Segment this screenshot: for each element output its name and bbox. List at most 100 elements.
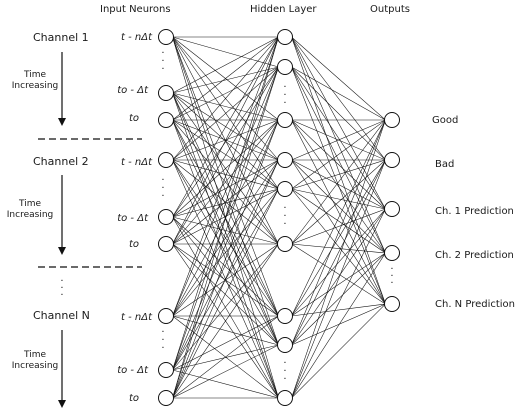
channel-n-ellipsis-1: · — [161, 327, 164, 338]
edge-input-4-hidden-6 — [172, 216, 279, 317]
channel-n-time-label-line1: Time — [23, 350, 46, 360]
channel-2-time-label-line2: Increasing — [7, 210, 53, 220]
channel-2-neuron-label-third: to — [129, 239, 139, 250]
output-label-bad: Bad — [435, 159, 454, 170]
channel-1-label: Channel 1 — [33, 31, 89, 44]
hidden-ellipsis-2c: · — [283, 219, 286, 230]
edge-input-7-hidden-2 — [172, 119, 279, 371]
edge-hidden-0-output-0 — [291, 36, 386, 121]
edge-hidden-4-output-3 — [291, 188, 386, 254]
input-neuron-8 — [158, 390, 174, 406]
channel-n-neuron-label-first: t - nΔt — [121, 312, 153, 323]
channel-n-arrowhead-icon — [58, 400, 66, 408]
edge-hidden-6-output-3 — [291, 252, 386, 317]
edge-hidden-1-output-2 — [291, 66, 386, 210]
edge-hidden-1-output-1 — [291, 66, 386, 161]
channel-2-ellipsis-1: · — [161, 175, 164, 186]
output-label-ch1-prediction: Ch. 1 Prediction — [435, 206, 514, 217]
hidden-ellipsis-1b: · — [283, 90, 286, 101]
channel-n-ellipsis-3: · — [161, 343, 164, 354]
edge-hidden-2-output-4 — [291, 119, 386, 305]
hidden-ellipsis-3b: · — [283, 366, 286, 377]
channel-1-ellipsis-1: · — [161, 48, 164, 59]
edge-hidden-8-output-0 — [291, 119, 386, 399]
edge-input-7-hidden-5 — [172, 243, 279, 371]
edge-hidden-2-output-3 — [291, 119, 386, 254]
hidden-ellipsis-3c: · — [283, 374, 286, 385]
edge-input-3-hidden-0 — [172, 36, 279, 161]
hidden-neuron-1 — [277, 59, 293, 75]
hidden-neuron-3 — [277, 152, 293, 168]
edge-hidden-6-output-0 — [291, 119, 386, 317]
edge-hidden-4-output-4 — [291, 188, 386, 305]
output-neuron-4 — [384, 296, 400, 312]
edge-input-8-hidden-4 — [172, 188, 279, 399]
edge-hidden-5-output-2 — [291, 208, 386, 245]
channel-1-neuron-label-second: to - Δt — [117, 85, 149, 96]
input-neurons-header: Input Neurons — [100, 4, 171, 15]
output-ellipsis-1: · — [390, 264, 393, 275]
input-neuron-2 — [158, 112, 174, 128]
edge-hidden-7-output-2 — [291, 208, 386, 346]
edge-input-7-hidden-7 — [172, 344, 279, 371]
edge-input-0-hidden-1 — [172, 36, 279, 68]
hidden-ellipsis-2a: · — [283, 203, 286, 214]
edge-input-8-hidden-1 — [172, 66, 279, 399]
edge-input-6-hidden-0 — [172, 36, 279, 317]
edge-hidden-5-output-0 — [291, 119, 386, 245]
edge-hidden-0-output-2 — [291, 36, 386, 210]
output-neuron-0 — [384, 112, 400, 128]
edge-hidden-3-output-3 — [291, 159, 386, 254]
edge-hidden-4-output-1 — [291, 159, 386, 190]
edge-hidden-8-output-1 — [291, 159, 386, 399]
edge-input-5-hidden-2 — [172, 119, 279, 245]
input-neuron-1 — [158, 85, 174, 101]
hidden-neuron-0 — [277, 29, 293, 45]
edge-input-5-hidden-3 — [172, 159, 279, 245]
edge-input-8-hidden-7 — [172, 344, 279, 399]
edge-input-5-hidden-4 — [172, 188, 279, 245]
channel-1-neuron-label-third: to — [129, 113, 139, 124]
channel-1-arrowhead-icon — [58, 118, 66, 126]
input-neuron-7 — [158, 362, 174, 378]
edge-hidden-4-output-2 — [291, 188, 386, 210]
channel-n-neuron-label-second: to - Δt — [117, 365, 149, 376]
edge-hidden-2-output-2 — [291, 119, 386, 210]
edge-input-7-hidden-0 — [172, 36, 279, 371]
edge-hidden-5-output-4 — [291, 243, 386, 305]
output-neuron-1 — [384, 152, 400, 168]
edge-hidden-0-output-3 — [291, 36, 386, 254]
edge-hidden-7-output-0 — [291, 119, 386, 346]
edge-input-8-hidden-3 — [172, 159, 279, 399]
edge-hidden-7-output-1 — [291, 159, 386, 346]
channel-2-arrowhead-icon — [58, 247, 66, 255]
edge-input-2-hidden-0 — [172, 36, 279, 121]
input-neuron-6 — [158, 308, 174, 324]
hidden-ellipsis-1c: · — [283, 98, 286, 109]
channel-ellipsis-3: · — [60, 290, 63, 301]
output-ellipsis-3: · — [390, 278, 393, 289]
channel-1-neuron-label-first: t - nΔt — [121, 32, 153, 43]
edge-input-6-hidden-1 — [172, 66, 279, 317]
hidden-neuron-2 — [277, 112, 293, 128]
output-label-chn-prediction: Ch. N Prediction — [435, 299, 515, 310]
edge-input-4-hidden-0 — [172, 36, 279, 218]
edge-input-7-hidden-3 — [172, 159, 279, 371]
channel-2-ellipsis-2: · — [161, 183, 164, 194]
edge-input-4-hidden-2 — [172, 119, 279, 218]
edge-hidden-6-output-1 — [291, 159, 386, 317]
edge-hidden-7-output-3 — [291, 252, 386, 346]
edge-input-7-hidden-8 — [172, 369, 279, 399]
edge-hidden-5-output-1 — [291, 159, 386, 245]
edge-input-7-hidden-6 — [172, 315, 279, 371]
edge-hidden-1-output-4 — [291, 66, 386, 305]
hidden-neuron-7 — [277, 337, 293, 353]
edge-hidden-8-output-4 — [291, 303, 386, 399]
hidden-neuron-4 — [277, 181, 293, 197]
edge-input-8-hidden-0 — [172, 36, 279, 399]
edge-input-1-hidden-2 — [172, 92, 279, 121]
input-neuron-3 — [158, 152, 174, 168]
channel-1-time-label-line1: Time — [23, 70, 46, 80]
channel-1-ellipsis-3: · — [161, 64, 164, 75]
edge-input-5-hidden-7 — [172, 243, 279, 346]
